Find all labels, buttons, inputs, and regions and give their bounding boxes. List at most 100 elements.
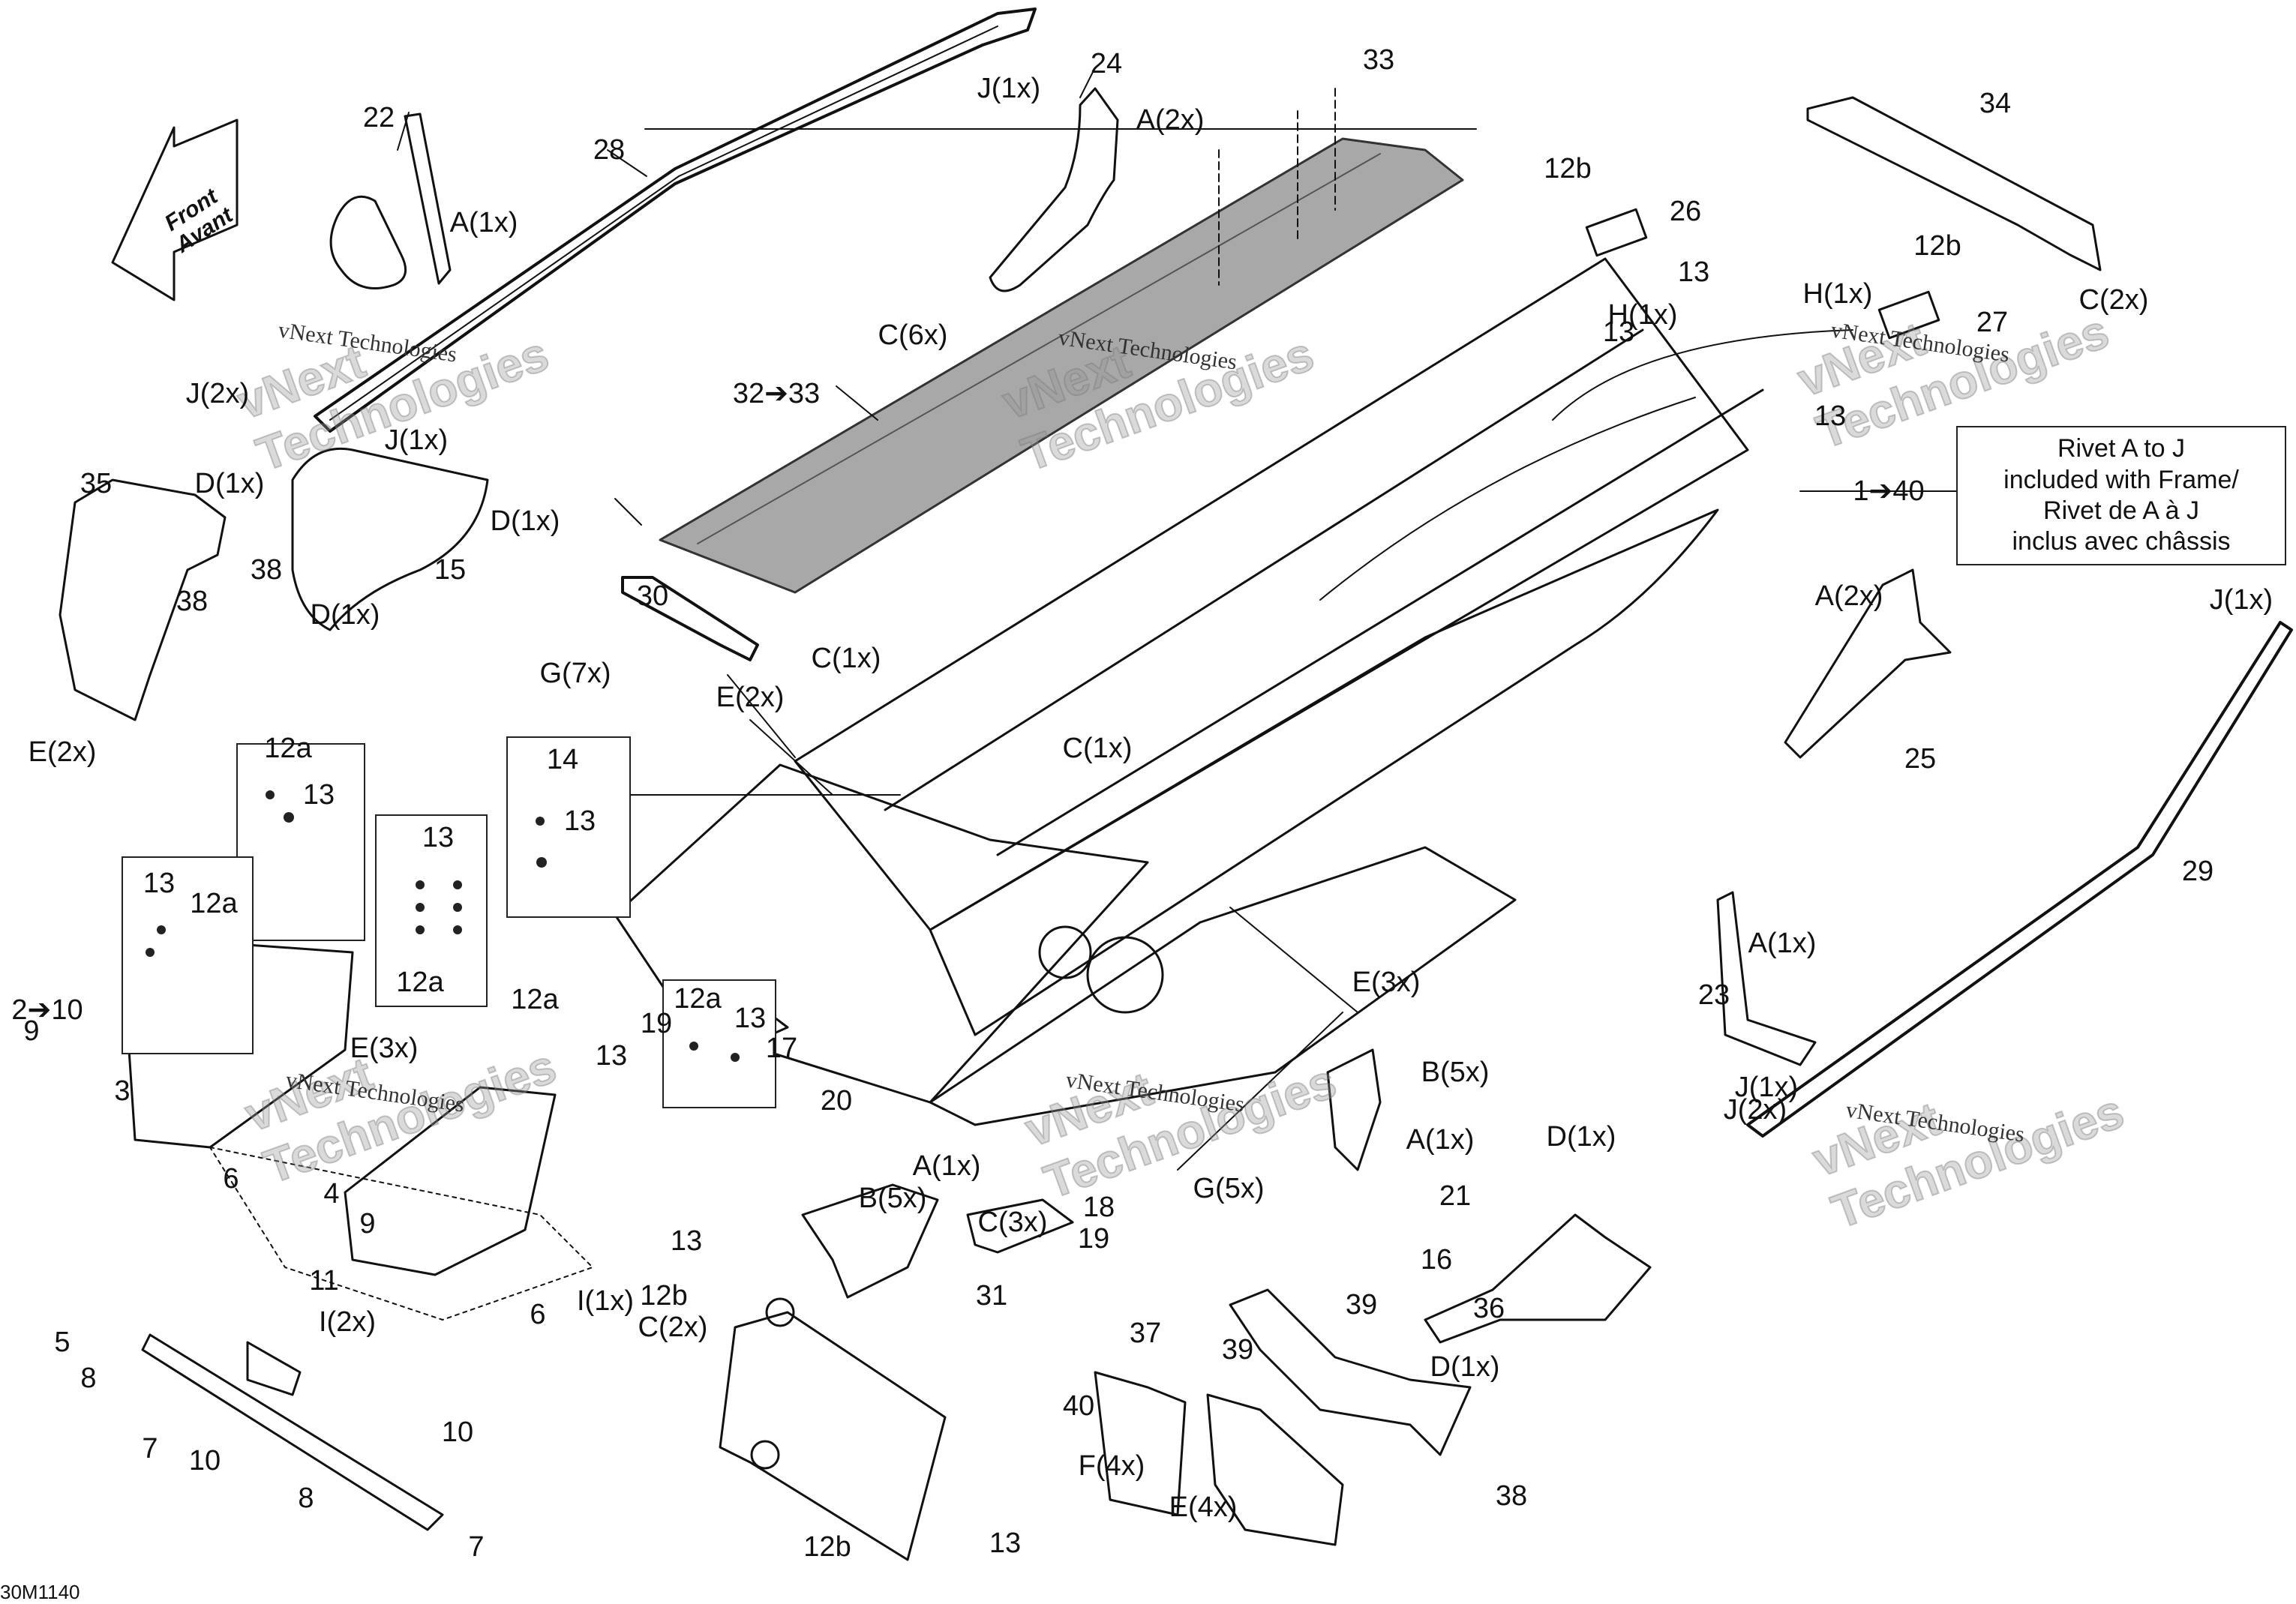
part-35-bracket <box>59 478 227 721</box>
callout-c21b: B(5x) <box>1421 1057 1490 1088</box>
callout-c10_a: 10 <box>188 1445 221 1477</box>
callout-c28j2: J(2x) <box>185 378 250 409</box>
callout-cE3_l: E(3x) <box>350 1033 419 1064</box>
inset-box-12a-13-bottom <box>662 979 776 1108</box>
radiator-port <box>750 1440 780 1470</box>
part-25-bracket <box>1784 568 1952 759</box>
inset-box-14-13 <box>506 736 631 918</box>
part-15-shield <box>291 447 489 631</box>
callout-c27: 27 <box>1976 307 2009 338</box>
part-24-bracket <box>989 87 1119 292</box>
part-5-rail <box>141 1333 444 1531</box>
callout-c12b_31a: 12b <box>640 1280 688 1312</box>
callout-c8_a: 8 <box>80 1363 97 1394</box>
callout-cE4: E(4x) <box>1169 1492 1238 1523</box>
callout-c10_b: 10 <box>441 1417 474 1448</box>
callout-c13_a: 13 <box>1677 256 1710 288</box>
callout-c15d_bot: D(1x) <box>310 599 380 631</box>
part-e4-plate <box>1206 1393 1344 1546</box>
radiator-cap <box>765 1297 795 1327</box>
callout-c38_b: 38 <box>176 586 209 617</box>
part-40-plate <box>1094 1371 1187 1516</box>
callout-c30: 30 <box>636 580 669 612</box>
callout-c15d_top: D(1x) <box>490 505 560 537</box>
part-23-bracket <box>1716 891 1817 1066</box>
callout-c36: 36 <box>1472 1293 1505 1324</box>
note-line-4: inclus avec châssis <box>2012 527 2231 556</box>
callout-c29j_b: J(1x) <box>1734 1072 1799 1103</box>
callout-c20b: B(5x) <box>858 1183 927 1214</box>
callout-cC1_a: C(1x) <box>811 643 881 674</box>
part-36-bracket <box>1229 1288 1472 1456</box>
callout-c13_31a: 13 <box>670 1225 703 1257</box>
callout-c23a: A(1x) <box>1748 928 1817 959</box>
figure-code: 30M1140 <box>0 1581 80 1603</box>
inset-box-13-12a-mid <box>375 814 488 1007</box>
fastener-icons <box>146 790 740 1062</box>
rivet-note-box: Rivet A to J included with Frame/ Rivet … <box>1956 426 2286 565</box>
callout-c31: 31 <box>975 1280 1008 1312</box>
inset-box-12a-13-top <box>236 743 365 941</box>
callout-c24a: A(2x) <box>1136 104 1205 136</box>
callout-c25: 25 <box>1904 743 1937 775</box>
part-32-tunnel-cover <box>659 137 1464 594</box>
callout-c12b_31b: 12b <box>803 1531 851 1563</box>
callout-c6_b: 6 <box>530 1299 546 1330</box>
callout-cbox1_13: 13 <box>302 779 335 811</box>
part-I-dotted-outline <box>209 1147 593 1321</box>
callout-c9_b: 9 <box>359 1208 376 1240</box>
tunnel-cover-ridge <box>697 153 1381 544</box>
callout-c16d_bot: D(1x) <box>1430 1351 1500 1383</box>
callout-cF4: F(4x) <box>1078 1450 1145 1482</box>
callout-cC6: C(6x) <box>878 319 948 351</box>
leader-lines <box>397 67 1966 1171</box>
callout-cbox1_12a: 12a <box>264 733 312 764</box>
callout-c5: 5 <box>54 1327 71 1358</box>
callout-c14: 14 <box>546 744 579 775</box>
callout-c14_13: 13 <box>563 805 596 837</box>
callout-c34c: C(2x) <box>2078 284 2149 316</box>
callout-c12b_top: 12b <box>1544 153 1592 184</box>
callout-cbox4_13: 13 <box>734 1003 767 1034</box>
callout-c37: 37 <box>1129 1318 1162 1349</box>
tunnel-line-3 <box>996 388 1764 856</box>
callout-cC1_b: C(1x) <box>1062 733 1133 764</box>
callout-c7_a: 7 <box>142 1433 158 1465</box>
callout-c39_a: 39 <box>1345 1289 1378 1321</box>
callout-c35e: E(2x) <box>28 736 97 768</box>
callout-c35d: D(1x) <box>194 468 265 499</box>
callout-c21a: A(1x) <box>1406 1124 1475 1156</box>
part-18-foot-plate <box>966 1198 1074 1254</box>
callout-c15: 15 <box>434 554 467 586</box>
note-line-1: Rivet A to J <box>2057 434 2186 463</box>
callout-c13_mid: 13 <box>595 1040 628 1072</box>
callout-cbox3_12a: 12a <box>396 967 444 998</box>
part-30-handle <box>621 576 759 661</box>
part-11-plate <box>246 1341 302 1396</box>
callout-c19_b: 19 <box>1077 1223 1110 1255</box>
part-28-rail-inner <box>329 25 998 421</box>
callout-cG5: G(5x) <box>1193 1173 1265 1204</box>
callout-c7_b: 7 <box>468 1531 485 1563</box>
callout-cC3: C(3x) <box>977 1207 1048 1238</box>
assembly-arrow <box>1552 329 1853 421</box>
callout-cE3_r: E(3x) <box>1352 967 1421 998</box>
reference-1-40: 1➔40 <box>1853 475 1925 507</box>
part-29-rail <box>1746 621 2293 1138</box>
callout-cbox2_13: 13 <box>143 868 176 899</box>
callout-c16: 16 <box>1420 1244 1453 1276</box>
callout-cI1: I(1x) <box>577 1285 634 1317</box>
callout-c38_c: 38 <box>1495 1480 1528 1512</box>
callout-c34: 34 <box>1979 88 2012 119</box>
callout-cH1_a: H(1x) <box>1607 299 1678 331</box>
callout-c29j_top: J(1x) <box>2209 584 2273 616</box>
callout-c6_a: 6 <box>223 1163 239 1195</box>
callout-cH1_b: H(1x) <box>1802 278 1873 310</box>
part-22-bracket <box>329 112 452 289</box>
tunnel-line-2 <box>884 328 1644 811</box>
callout-c2_10: 2➔10 <box>11 994 83 1026</box>
callout-c21: 21 <box>1439 1180 1472 1212</box>
callout-c28j1: J(1x) <box>977 73 1041 104</box>
part-26-bracket <box>1585 208 1648 257</box>
